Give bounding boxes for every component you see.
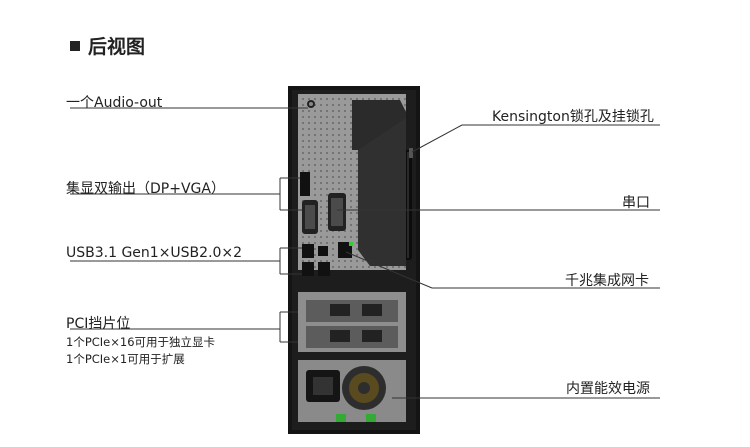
io-plate	[298, 94, 406, 276]
video-output-label: 集显双输出（DP+VGA）	[66, 181, 225, 197]
pci-note-x16: 1个PCIe×16可用于独立显卡	[66, 335, 216, 349]
psu-label: 内置能效电源	[566, 381, 650, 397]
serial-label: 串口	[622, 195, 650, 211]
power-supply	[298, 360, 406, 422]
pci-slots	[298, 292, 406, 352]
audio-out-label: 一个Audio-out	[66, 95, 163, 111]
pci-note-x1: 1个PCIe×1可用于扩展	[66, 352, 185, 366]
leader-lines	[70, 107, 660, 399]
kensington-label: Kensington锁孔及挂锁孔	[492, 109, 654, 125]
pci-label: PCI挡片位	[66, 316, 131, 332]
title-text: 后视图	[88, 36, 146, 58]
page-title: 后视图	[70, 32, 145, 59]
title-square-icon	[70, 40, 80, 51]
lan-label: 千兆集成网卡	[565, 273, 649, 289]
usb-label: USB3.1 Gen1×USB2.0×2	[66, 245, 243, 261]
